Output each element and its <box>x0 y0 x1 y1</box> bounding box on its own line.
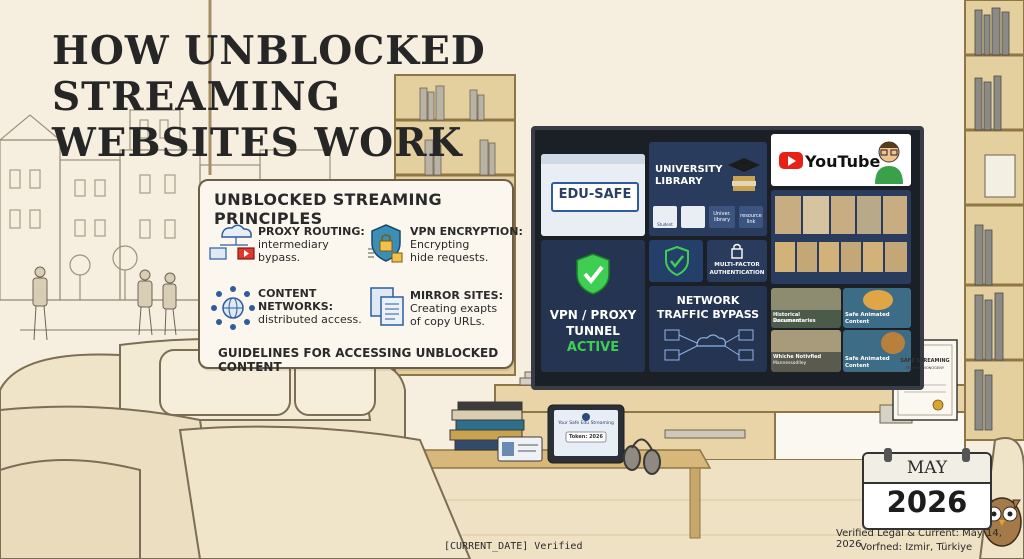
thumbnail[interactable] <box>857 196 881 234</box>
principles-card: UNBLOCKED STREAMING PRINCIPLES PROXY ROU… <box>198 179 523 374</box>
page-title-line2: WEBSITES WORK <box>52 120 463 166</box>
university-label: UNIVERSITY <box>655 164 723 175</box>
docs1-label: Historical Documentaries <box>773 312 816 324</box>
verified-location-text: Vorfned: Izmir, Türkiye <box>860 542 973 553</box>
thumbnail[interactable] <box>803 196 829 234</box>
anim2-sub: Content <box>845 363 870 369</box>
edu-safe-tile[interactable]: EDU-SAFE <box>541 154 645 236</box>
calendar-ring <box>962 448 970 462</box>
anim2-label: Safe Animated <box>845 356 890 362</box>
thumbnail[interactable] <box>863 242 883 272</box>
book-stack <box>449 401 526 451</box>
certificate-subtitle: TEMPIUS MONOGENY <box>905 366 945 370</box>
vpn-line2: TUNNEL <box>566 324 620 338</box>
padlock-icon <box>731 243 743 259</box>
shield-check-icon <box>665 246 689 276</box>
principle-content-networks: CONTENT NETWORKS: distributed access. <box>258 287 362 326</box>
video-thumbnails-grid <box>771 190 911 284</box>
thumbnail[interactable] <box>883 196 907 234</box>
owl-mascot <box>982 497 1022 547</box>
tablet-device <box>547 404 625 464</box>
edu-safe-label: EDU-SAFE <box>558 187 632 202</box>
guidelines-footer: GUIDELINES FOR ACCESSING UNBLOCKED CONTE… <box>218 346 499 374</box>
tablet-text: Your Safe Edu Streaming <box>558 421 614 426</box>
network-bypass-tile[interactable]: NETWORK TRAFFIC BYPASS <box>649 286 767 372</box>
cloud-router-icon <box>209 224 255 260</box>
mfa-line1: MULTI-FACTOR <box>714 262 760 268</box>
check-tile <box>649 240 703 282</box>
docs2-label: Whiche Notivfied <box>773 354 822 360</box>
document-copy-icon <box>370 287 404 326</box>
principle-proxy-routing: PROXY ROUTING: intermediary bypass. <box>258 225 365 264</box>
uni-small-0: Student <box>657 222 673 227</box>
page-title: HOW UNBLOCKED STREAMING WEBSITES WORK <box>52 28 692 166</box>
presenter-avatar-icon <box>875 141 903 184</box>
network-diagram-icon <box>664 329 754 361</box>
uni-small-1: Univer. library <box>713 211 731 223</box>
certificate-title: SAFE STREAMING <box>900 358 950 364</box>
university-library-tile[interactable]: UNIVERSITY LIBRARY Univer. library resou… <box>649 142 767 236</box>
thumbnail[interactable] <box>775 242 795 272</box>
lock-shield-icon <box>368 224 403 263</box>
headphones-icon <box>623 438 661 475</box>
tablet-token[interactable]: Token: 2026 <box>569 434 603 440</box>
documentaries-tile[interactable]: Historical Documentaries Mannessent <box>771 288 841 328</box>
principles-heading: UNBLOCKED STREAMING PRINCIPLES <box>214 190 442 228</box>
mfa-tile[interactable]: MULTI-FACTOR AUTHENTICATION <box>707 240 767 282</box>
network-line1: NETWORK <box>676 294 740 307</box>
vpn-line1: VPN / PROXY <box>549 308 637 322</box>
thumbnail[interactable] <box>775 196 801 234</box>
vpn-tunnel-tile[interactable]: VPN / PROXY TUNNEL ACTIVE <box>541 240 645 372</box>
animated-tile[interactable]: Safe Animated Content <box>843 288 911 328</box>
anim1-sub: Content <box>845 319 870 325</box>
green-shield-check-icon <box>576 253 610 295</box>
thumbnail[interactable] <box>831 196 855 234</box>
anim1-label: Safe Animated <box>845 312 890 318</box>
right-bookshelf <box>964 0 1024 441</box>
youtube-label: YouTube <box>805 152 881 171</box>
graduation-cap-icon <box>728 158 760 191</box>
mfa-line2: AUTHENTICATION <box>709 270 765 276</box>
verified-legal-text: Verified Legal & Current: May 14, 2026 <box>836 528 1002 550</box>
documentaries-tile-2[interactable]: Whiche Notivfied Mannessodlley <box>771 330 841 372</box>
current-date-verified-tag: [CURRENT_DATE] Verified <box>444 541 583 552</box>
animated-tile-2[interactable]: Safe Animated Content <box>843 330 911 372</box>
network-globe-icon <box>211 286 255 330</box>
calendar-widget: MAY 2026 <box>862 448 992 530</box>
id-card <box>497 436 543 462</box>
thumbnail[interactable] <box>819 242 839 272</box>
thumbnail[interactable] <box>841 242 861 272</box>
principle-mirror-sites: MIRROR SITES: Creating exapts of copy UR… <box>410 289 503 328</box>
students-walking <box>32 266 177 341</box>
uni-small-2: resource link <box>740 213 762 225</box>
calendar-ring <box>884 448 892 462</box>
thumbnail[interactable] <box>797 242 817 272</box>
calendar-month: MAY <box>906 458 948 478</box>
page-title-line1: HOW UNBLOCKED STREAMING <box>52 28 486 120</box>
library-label: LIBRARY <box>655 176 703 187</box>
thumbnail[interactable] <box>885 242 907 272</box>
vpn-status: ACTIVE <box>566 340 620 355</box>
youtube-tile[interactable]: YouTube <box>771 134 911 186</box>
network-line2: TRAFFIC BYPASS <box>656 308 760 321</box>
docs1-sub: Mannessent <box>773 319 801 324</box>
calendar-year: 2026 <box>886 485 968 519</box>
tv-screen: EDU-SAFE UNIVERSITY LIBRARY Univer. libr… <box>531 126 924 390</box>
docs2-sub: Mannessodlley <box>773 361 807 366</box>
principle-vpn-encryption: VPN ENCRYPTION: Encrypting hide requests… <box>410 225 523 264</box>
